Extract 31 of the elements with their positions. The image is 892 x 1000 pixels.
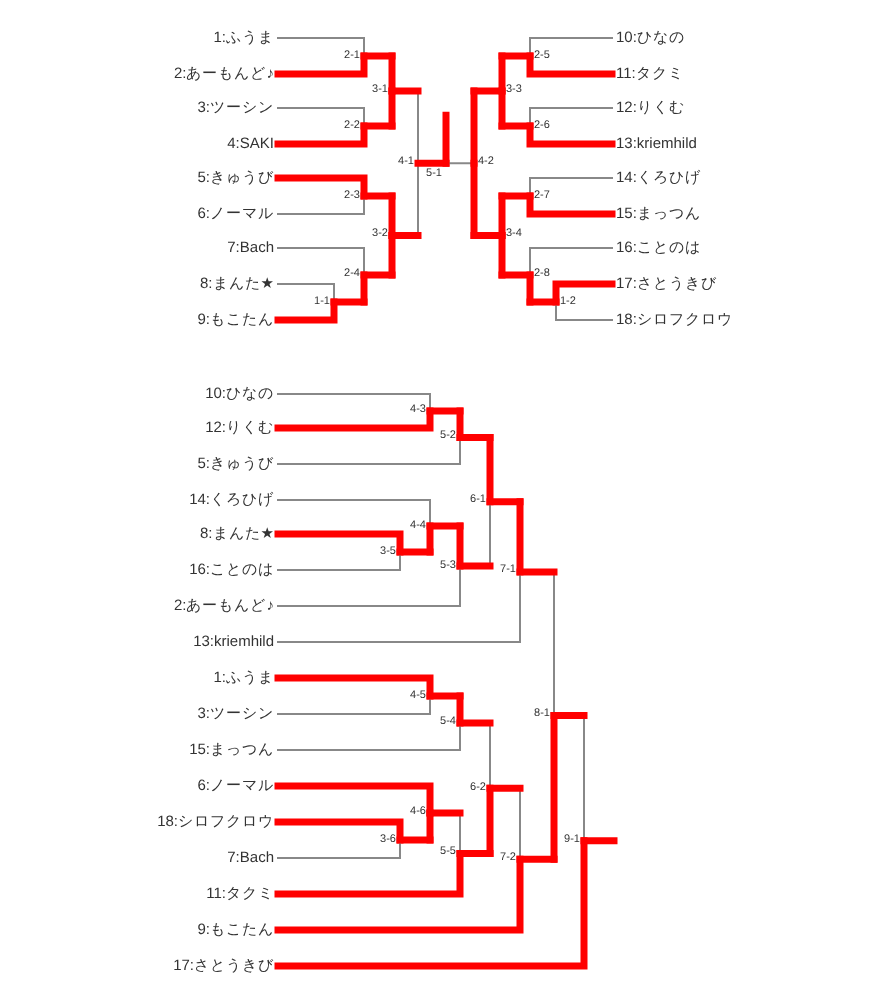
bracket-line [456, 719, 494, 790]
bracket-line [529, 177, 613, 197]
bracket-line [529, 107, 613, 127]
bracket-line [277, 37, 365, 57]
bracket-line [555, 301, 613, 321]
bracket-line [426, 809, 464, 855]
bracket-line [277, 247, 365, 276]
bracket-line [277, 722, 461, 751]
bracket-line [277, 570, 521, 643]
bracket-line [442, 111, 450, 167]
bracket-line [277, 565, 461, 607]
bracket-line [277, 695, 431, 715]
bracket-line [277, 283, 335, 303]
bracket-line [277, 107, 365, 127]
bracket-line [529, 37, 613, 57]
bracket-line [388, 162, 422, 239]
bracket-line [277, 551, 401, 571]
bracket-line [486, 784, 524, 861]
bracket-line [529, 247, 613, 276]
bracket-line [277, 195, 365, 215]
bracket-line [456, 500, 494, 570]
bracket-line [516, 568, 558, 717]
bracket-line [445, 162, 475, 165]
bracket-line [277, 839, 401, 859]
bracket-line [580, 837, 618, 845]
bracket-line [277, 436, 461, 465]
bracket-line [550, 712, 588, 842]
bracket-line [470, 159, 506, 239]
bracket-line [388, 87, 422, 165]
bracket-line [277, 393, 431, 412]
bracket-line [277, 499, 431, 527]
